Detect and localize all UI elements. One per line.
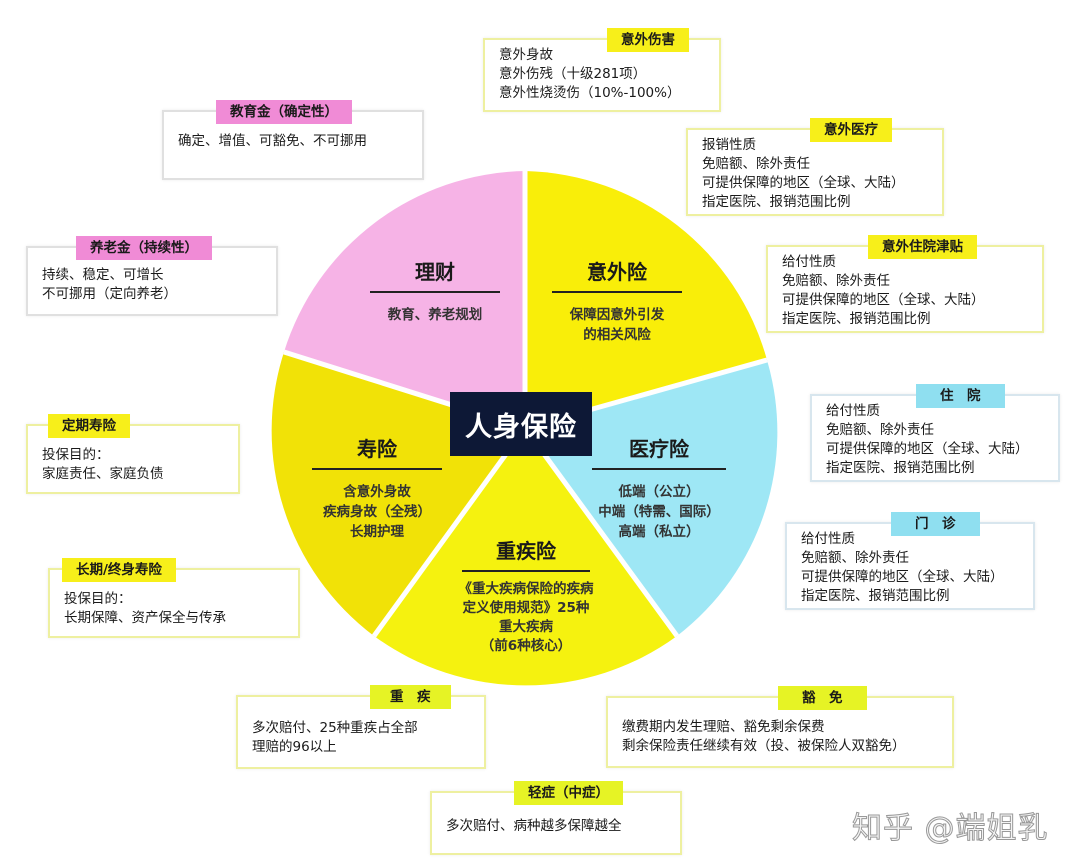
box-tag: 定期寿险 bbox=[48, 414, 130, 438]
box-tag: 长期/终身寿险 bbox=[62, 558, 176, 582]
segment-label-licai: 理财 教育、养老规划 bbox=[370, 256, 500, 325]
box-yiwai-jintie: 意外住院津贴 给付性质 免赔额、除外责任 可提供保障的地区（全球、大陆） 指定医… bbox=[766, 235, 1044, 333]
box-tag: 轻症（中症） bbox=[514, 781, 623, 805]
watermark: 知乎 @端姐乳 bbox=[852, 811, 1049, 847]
box-tag: 养老金（持续性） bbox=[76, 236, 212, 260]
box-jiaoyujin: 教育金（确定性） 确定、增值、可豁免、不可挪用 bbox=[162, 100, 424, 180]
box-zhuyuan: 住 院 给付性质 免赔额、除外责任 可提供保障的地区（全球、大陆） 指定医院、报… bbox=[810, 384, 1060, 482]
segment-desc: 保障因意外引发 的相关风险 bbox=[569, 307, 665, 343]
box-tag: 重 疾 bbox=[370, 685, 451, 709]
box-tag: 意外住院津贴 bbox=[868, 235, 977, 259]
box-yiwai-shanghai: 意外伤害 意外身故 意外伤残（十级281项） 意外性烧烫伤（10%-100%） bbox=[483, 28, 721, 112]
segment-label-shouxian: 寿险 含意外身故 疾病身故（全残） 长期护理 bbox=[312, 433, 442, 542]
box-zhongshen: 长期/终身寿险 投保目的： 长期保障、资产保全与传承 bbox=[48, 558, 300, 638]
box-tag: 门 诊 bbox=[891, 512, 980, 536]
center-title: 人身保险 bbox=[450, 392, 592, 456]
segment-yiwai bbox=[525, 171, 767, 428]
box-tag: 意外医疗 bbox=[810, 118, 892, 142]
box-yiwai-yiliao: 意外医疗 报销性质 免赔额、除外责任 可提供保障的地区（全球、大陆） 指定医院、… bbox=[686, 118, 944, 216]
segment-desc: 低端（公立） 中端（特需、国际） 高端（私立） bbox=[598, 484, 720, 540]
segment-desc: 教育、养老规划 bbox=[387, 307, 483, 323]
segment-desc: 含意外身故 疾病身故（全残） 长期护理 bbox=[323, 484, 431, 540]
segment-label-yiliao: 医疗险 低端（公立） 中端（特需、国际） 高端（私立） bbox=[592, 433, 726, 542]
segment-zhongji bbox=[374, 428, 677, 686]
box-dingqi: 定期寿险 投保目的： 家庭责任、家庭负债 bbox=[26, 414, 240, 494]
box-zhongji: 重 疾 多次赔付、25种重疾占全部 理赔的96以上 bbox=[236, 685, 486, 769]
box-qingzheng: 轻症（中症） 多次赔付、病种越多保障越全 bbox=[430, 781, 682, 855]
box-yanglaojin: 养老金（持续性） 持续、稳定、可增长 不可挪用（定向养老） bbox=[26, 236, 278, 316]
box-huomian: 豁 免 缴费期内发生理赔、豁免剩余保费 剩余保险责任继续有效（投、被保险人双豁免… bbox=[606, 686, 954, 768]
segment-title: 意外险 bbox=[552, 256, 682, 293]
segment-licai bbox=[284, 171, 525, 428]
box-tag: 教育金（确定性） bbox=[216, 100, 352, 124]
segment-title: 理财 bbox=[370, 256, 500, 293]
segment-title: 寿险 bbox=[312, 433, 442, 470]
segment-title: 医疗险 bbox=[592, 433, 726, 470]
box-tag: 住 院 bbox=[916, 384, 1005, 408]
segment-label-yiwai: 意外险 保障因意外引发 的相关风险 bbox=[552, 256, 682, 345]
segment-desc: 《重大疾病保险的疾病 定义使用规范》25种 重大疾病 （前6种核心） bbox=[458, 581, 594, 654]
box-menzhen: 门 诊 给付性质 免赔额、除外责任 可提供保障的地区（全球、大陆） 指定医院、报… bbox=[785, 512, 1035, 610]
box-tag: 豁 免 bbox=[778, 686, 867, 710]
segment-title: 重疾险 bbox=[462, 535, 590, 572]
segment-label-zhongji: 重疾险 《重大疾病保险的疾病 定义使用规范》25种 重大疾病 （前6种核心） bbox=[446, 535, 606, 656]
box-tag: 意外伤害 bbox=[607, 28, 689, 52]
